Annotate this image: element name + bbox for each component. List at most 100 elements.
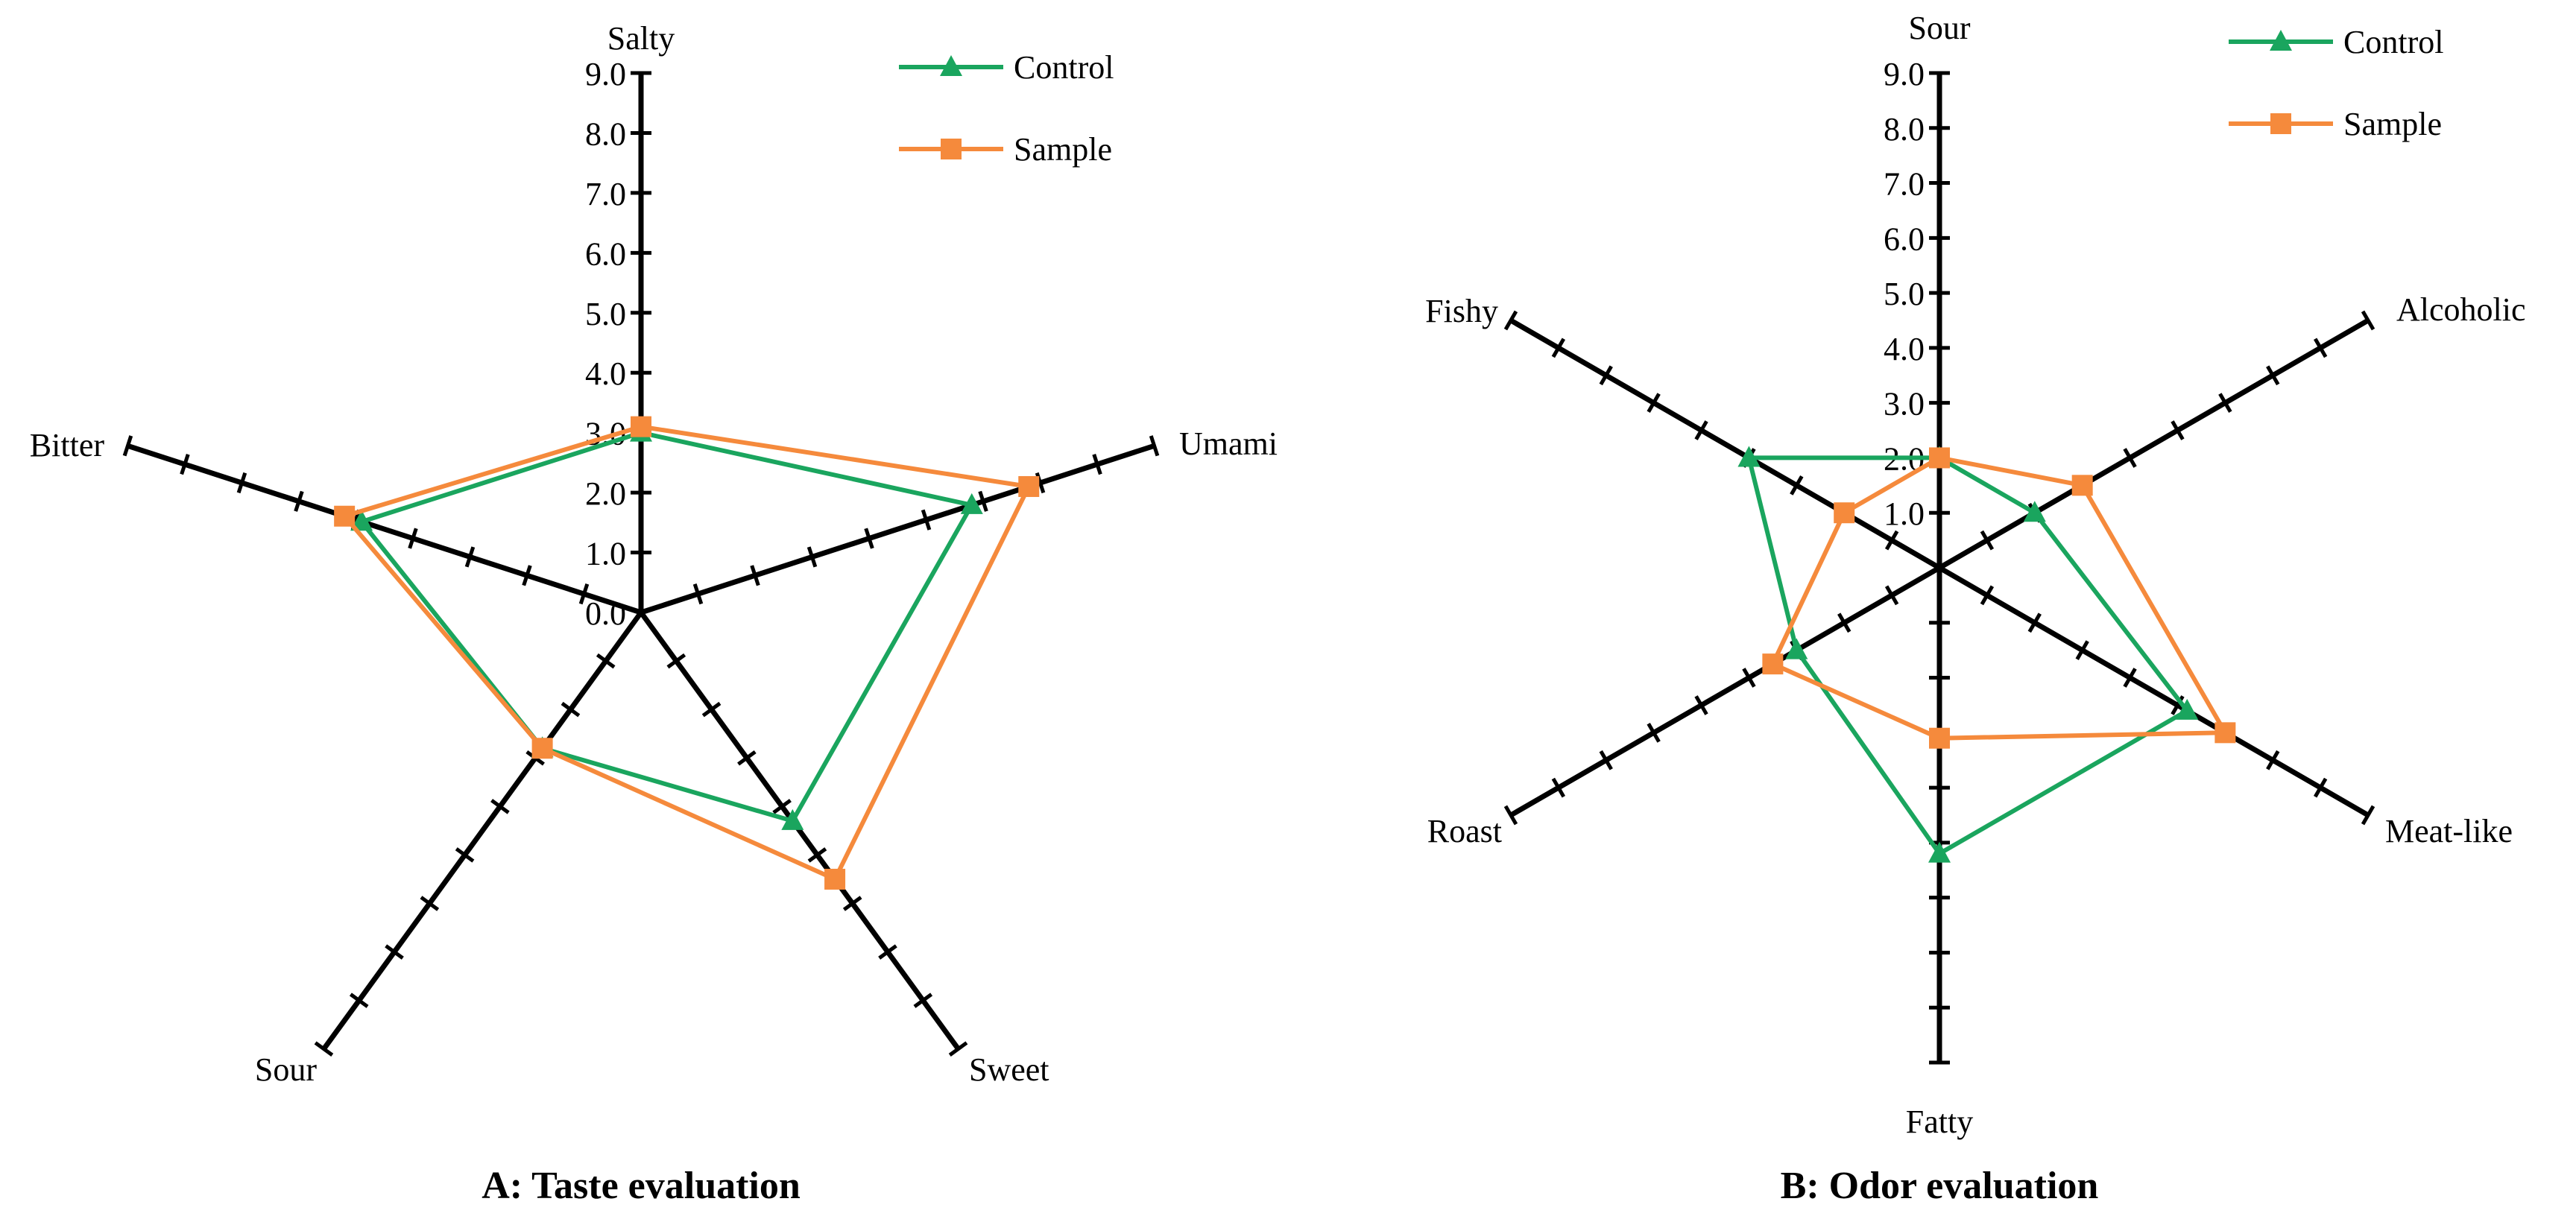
taste-panel-caption: A: Taste evaluation (482, 1165, 801, 1207)
tick-label: 8.0 (1884, 111, 1925, 148)
tick-label: 3.0 (1884, 386, 1925, 422)
axis-line-meat-like (1938, 565, 2370, 818)
odor-radar-panel: 1.02.03.04.05.06.07.08.09.0 SourAlcoholi… (1425, 10, 2525, 1207)
axis-tick-fishy (1694, 420, 1708, 440)
series-line-control (359, 430, 974, 823)
axis-line-sour (321, 610, 643, 1051)
data-point-control (1928, 841, 1951, 863)
axis-line-bitter (127, 443, 643, 615)
axis-tick-bitter (522, 565, 532, 586)
data-point-control (960, 493, 983, 514)
axis-tick-meat-like (2075, 640, 2089, 661)
axis-tick-bitter (236, 472, 247, 494)
axis-tick-sweet (913, 993, 933, 1008)
axis-label-sour: Sour (255, 1051, 317, 1088)
axis-tick-sour (490, 799, 510, 814)
data-point-control (2176, 698, 2199, 720)
axis-tick-roast (1503, 805, 1518, 826)
axis-label-fishy: Fishy (1425, 293, 1498, 329)
tick-label: 9.0 (1884, 56, 1925, 92)
axis-tick-roast (1551, 777, 1566, 798)
axis-label-roast: Roast (1427, 813, 1502, 849)
axis-line-umami (640, 443, 1155, 615)
axis-tick-bitter (122, 435, 133, 457)
data-point-sample (1018, 475, 1040, 497)
axis-tick-alcoholic (2313, 338, 2328, 358)
axis-tick-alcoholic (1980, 530, 1995, 551)
tick-label: 2.0 (585, 475, 626, 512)
axis-tick-roast (1647, 722, 1661, 743)
axis-tick-alcoholic (2123, 448, 2137, 468)
odor-series (1737, 446, 2236, 863)
axis-tick-bitter (408, 528, 418, 549)
axis-line-fishy (1509, 317, 1941, 571)
axis-label-umami: Umami (1179, 425, 1278, 462)
axis-tick-sweet (807, 847, 827, 863)
axis-label-sour: Sour (1908, 10, 1970, 46)
axis-tick-sour (385, 944, 404, 960)
axis-tick-meat-like (2171, 695, 2185, 715)
axis-label-meat-like: Meat-like (2385, 813, 2513, 849)
axis-label-salty: Salty (607, 20, 675, 57)
axis-tick-fishy (1599, 365, 1613, 386)
taste-series (334, 416, 1040, 890)
taste-radar-panel: 0.01.02.03.04.05.06.07.08.09.0 SaltyUmam… (30, 20, 1278, 1207)
axis-tick-sour (314, 1041, 334, 1057)
axis-tick-roast (1837, 612, 1852, 633)
odor-panel-caption: B: Odor evaluation (1781, 1165, 2099, 1207)
data-point-sample (1834, 502, 1855, 524)
axis-tick-alcoholic (2171, 420, 2185, 440)
axis-label-bitter: Bitter (30, 427, 105, 463)
data-point-control (350, 510, 373, 531)
tick-label: 1.0 (585, 536, 626, 572)
axis-tick-umami (692, 583, 704, 605)
axis-label-alcoholic: Alcoholic (2396, 291, 2526, 328)
axis-tick-sour (596, 653, 616, 669)
axis-tick-sour (349, 993, 369, 1008)
tick-label: 5.0 (585, 296, 626, 332)
axis-tick-roast (1884, 585, 1899, 606)
axis-tick-sour (561, 701, 581, 718)
tick-label: 4.0 (585, 355, 626, 392)
tick-label: 4.0 (1884, 331, 1925, 367)
axis-label-fatty: Fatty (1906, 1104, 1973, 1140)
legend-marker-sample (941, 139, 962, 159)
axis-tick-umami (864, 528, 874, 549)
axis-tick-fishy (1790, 475, 1804, 496)
legend-label-sample: Sample (1014, 131, 1112, 168)
axis-tick-fishy (1884, 530, 1899, 551)
axis-tick-fishy (1551, 338, 1566, 358)
data-point-sample (2071, 475, 2093, 496)
data-point-sample (2214, 722, 2236, 744)
data-point-sample (824, 868, 846, 890)
axis-tick-fishy (1503, 310, 1518, 331)
axis-tick-roast (1694, 695, 1708, 715)
axis-tick-alcoholic (2266, 365, 2280, 386)
axis-tick-umami (750, 565, 760, 586)
data-point-control (1785, 638, 1808, 659)
legend-label-control: Control (1014, 49, 1114, 86)
axis-tick-sweet (701, 701, 722, 718)
axis-tick-meat-like (1980, 585, 1995, 606)
axis-tick-meat-like (2027, 612, 2042, 633)
axis-tick-sweet (948, 1041, 968, 1057)
data-point-sample (1929, 447, 1950, 469)
axis-tick-bitter (464, 546, 476, 568)
axis-tick-bitter (578, 583, 590, 605)
legend-label-control: Control (2343, 24, 2443, 60)
data-point-control (1737, 446, 1761, 467)
axis-tick-sweet (737, 750, 757, 766)
tick-label: 6.0 (585, 235, 626, 272)
axis-tick-meat-like (2123, 668, 2137, 688)
tick-label: 6.0 (1884, 221, 1925, 257)
legend-label-sample: Sample (2343, 106, 2442, 142)
axis-line-roast (1509, 565, 1941, 818)
legend-marker-sample (2270, 113, 2291, 134)
axis-tick-meat-like (2266, 750, 2280, 770)
axis-label-sweet: Sweet (969, 1051, 1049, 1088)
tick-label: 1.0 (1884, 496, 1925, 532)
axis-tick-alcoholic (2218, 393, 2232, 414)
odor-axes: 1.02.03.04.05.06.07.08.09.0 (1503, 56, 2375, 1065)
tick-label: 7.0 (585, 176, 626, 212)
